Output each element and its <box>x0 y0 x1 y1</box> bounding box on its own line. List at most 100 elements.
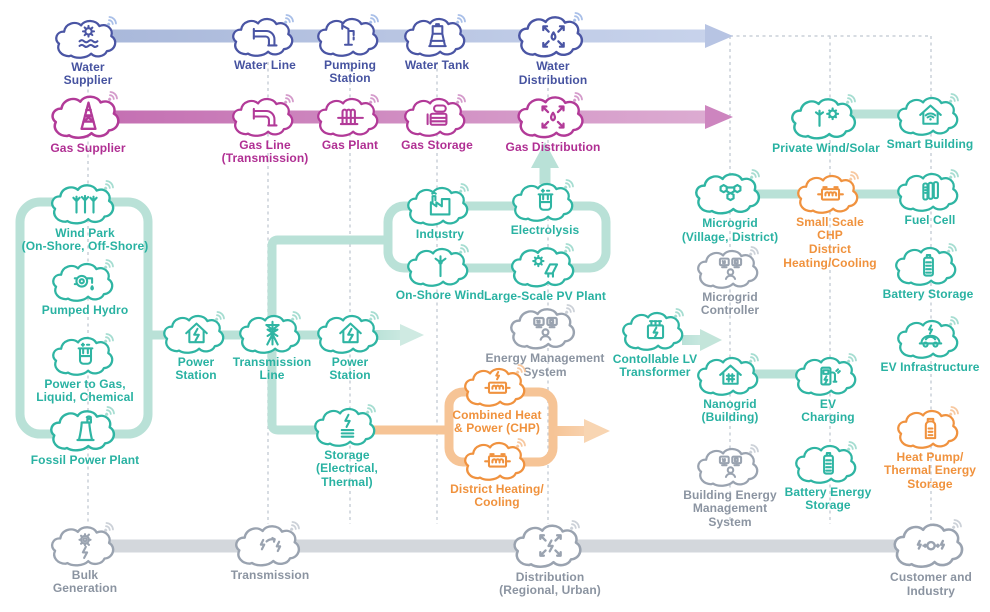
node-gas-plant: Gas Plant <box>312 93 388 151</box>
cloud-shape <box>510 308 576 350</box>
transmission-to-storage <box>267 350 322 435</box>
node-label: Water Tank <box>357 58 517 73</box>
bolt-person-icon <box>916 539 946 551</box>
heater-icon <box>816 186 844 201</box>
wifi-signal-icon <box>951 519 962 529</box>
monitors-person-icon <box>718 455 742 479</box>
wifi-signal-icon <box>516 437 527 448</box>
node-label: Private Wind/Solar <box>746 141 906 156</box>
wifi-signal-icon <box>572 12 583 22</box>
wind-1-icon <box>434 255 446 278</box>
node-label-line: Supplier <box>63 73 113 88</box>
node-label-line: Station <box>329 368 371 383</box>
node-label-line: Distribution <box>518 72 588 87</box>
wifi-signal-icon <box>845 94 856 104</box>
node-label-line: Station <box>175 368 217 383</box>
node-label-line: Transformer <box>619 365 691 380</box>
node-transmission: Transmission <box>230 521 310 582</box>
node-label: Fossil Power Plant <box>5 453 165 468</box>
wifi-signal-icon <box>749 245 760 256</box>
battery-icon <box>822 452 834 475</box>
wifi-signal-icon <box>849 170 860 181</box>
wifi-signal-icon <box>284 93 295 104</box>
node-label-line: Combined Heat <box>452 407 542 422</box>
node-label-line: Private Wind/Solar <box>772 141 880 155</box>
node-gas-line: Gas Line(Transmission) <box>222 93 308 165</box>
node-label-line: District <box>808 241 852 256</box>
wifi-signal-icon <box>459 182 470 193</box>
pipe-icon <box>252 108 278 127</box>
cloud-shape <box>791 98 857 140</box>
wifi-signal-icon <box>108 90 119 101</box>
node-label-line: (Building) <box>701 410 759 425</box>
pylon-icon <box>264 321 280 346</box>
node-label-line: Power <box>331 354 369 369</box>
node-label-line: System <box>708 514 752 529</box>
cloud-shape <box>622 311 684 351</box>
cloud-shape <box>314 407 376 447</box>
node-label-line: Wind Park <box>55 225 115 240</box>
node-label: Battery Storage <box>848 286 990 302</box>
node-gas-storage: Gas Storage <box>399 93 475 151</box>
node-distribution: Distribution(Regional, Urban) <box>499 519 601 597</box>
wifi-signal-icon <box>516 363 527 374</box>
wind-sun-icon <box>814 107 839 128</box>
wifi-signal-icon <box>949 92 960 103</box>
node-label-line: Electrolysis <box>510 222 580 237</box>
node-label-line: Station <box>329 71 371 86</box>
node-label: Industry <box>360 227 520 242</box>
monitors-person-icon <box>718 257 742 281</box>
node-label-line: Water Line <box>234 57 296 72</box>
node-label-line: Battery Storage <box>882 286 974 301</box>
node-label-line: Transmission <box>230 568 310 582</box>
node-label: Power to Gas,Liquid, Chemical <box>5 377 165 405</box>
wifi-signal-icon <box>564 178 575 189</box>
node-label: Wind Park(On-Shore, Off-Shore) <box>5 225 165 254</box>
arrows-drop-icon <box>541 105 565 129</box>
node-nanogrid: Nanogrid(Building) <box>692 352 768 424</box>
heater-icon <box>483 453 511 468</box>
chp-fade-arrowhead <box>584 419 610 443</box>
node-label-line: (Regional, Urban) <box>499 583 601 598</box>
node-label-line: Gas Plant <box>321 137 379 152</box>
wifi-signal-icon <box>289 521 300 531</box>
node-label: Gas Storage <box>357 138 517 153</box>
node-label-line: Generation <box>52 581 118 596</box>
node-label: Gas Supplier <box>8 141 168 156</box>
node-storage: Storage(Electrical,Thermal) <box>309 403 385 489</box>
heater-bolt-icon <box>483 371 511 395</box>
electrolysis-to-gas-arrowhead <box>531 142 559 168</box>
cloud-shape <box>50 183 115 224</box>
wifi-signal-icon <box>947 242 958 253</box>
node-label-line: CHP <box>817 228 843 243</box>
cloud-shape <box>407 247 469 287</box>
node-label: Fuel Cell <box>850 212 990 228</box>
wifi-signal-icon <box>366 403 377 414</box>
cloud-shape <box>317 97 379 137</box>
gas-flow-arrowhead <box>705 105 733 129</box>
cloud-shape <box>510 246 575 287</box>
node-label-line: (Transmission) <box>221 151 309 166</box>
wifi-signal-icon <box>104 521 115 532</box>
wifi-signal-icon <box>573 91 583 102</box>
node-label-line: (Electrical, <box>316 461 378 476</box>
wifi-signal-icon <box>570 519 581 530</box>
node-label-line: Fuel Cell <box>904 212 956 227</box>
